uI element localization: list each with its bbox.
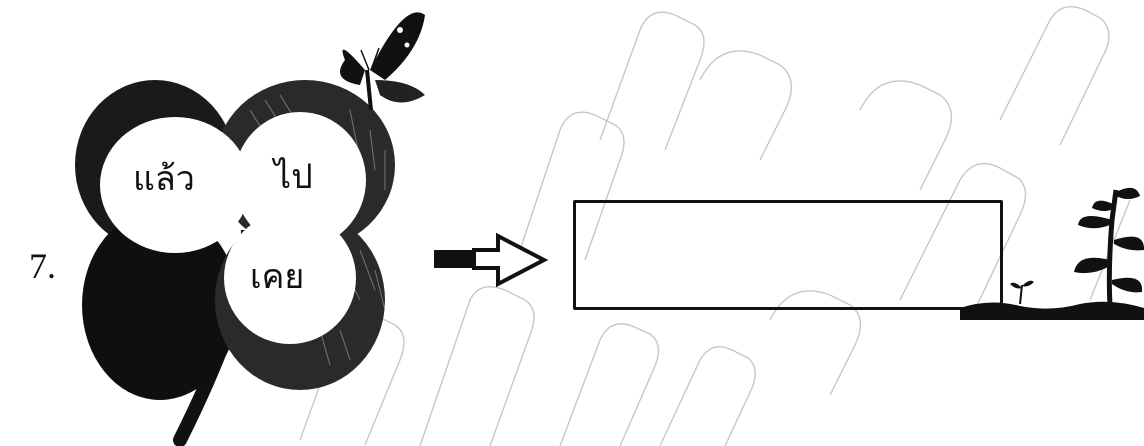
- answer-box[interactable]: [573, 200, 1003, 310]
- arrow-right-icon: [430, 228, 550, 292]
- clover-word-left: แล้ว: [133, 162, 195, 196]
- clover-icon: [60, 0, 460, 446]
- clover-word-right: ไป: [274, 160, 313, 194]
- item-number: 7.: [29, 248, 56, 284]
- clover-word-bottom: เคย: [250, 260, 304, 294]
- plant-icon: [960, 180, 1144, 330]
